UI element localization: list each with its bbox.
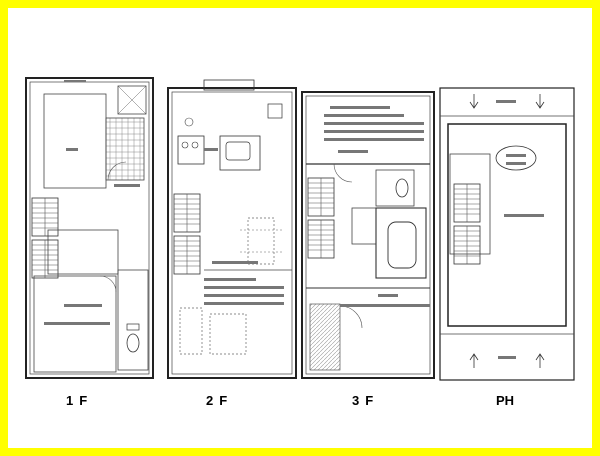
plan-1f	[25, 77, 154, 379]
plan-3f	[301, 91, 435, 379]
floor-label-1f: 1F	[66, 393, 94, 408]
floor-label-3f: 3F	[352, 393, 380, 408]
plan-2f	[167, 79, 297, 379]
floor-plans-drawing	[25, 77, 575, 381]
floor-label-ph: PH	[496, 393, 515, 408]
plan-ph	[439, 87, 575, 381]
floor-plan-sheet: 1F 2F 3F PH	[8, 8, 592, 448]
floor-label-2f: 2F	[206, 393, 234, 408]
